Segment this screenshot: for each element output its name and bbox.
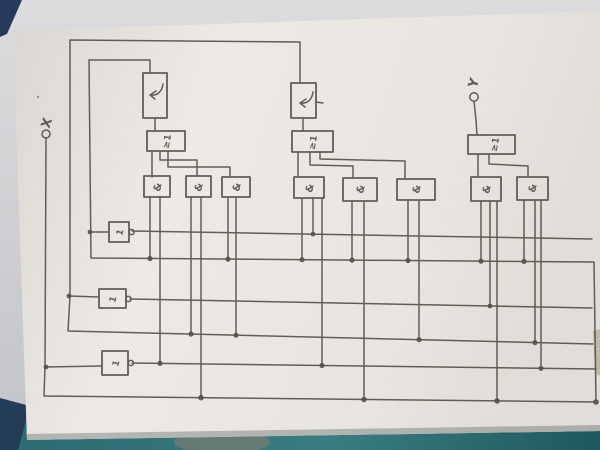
- and2a-label: &: [304, 183, 317, 194]
- junction-dot: [233, 332, 239, 338]
- not2-output-bus: [129, 298, 593, 309]
- and-gate-2b: [342, 177, 378, 401]
- feedback-line-inner: [88, 59, 597, 403]
- junction-dot: [532, 340, 538, 346]
- not-gate-1: [89, 221, 135, 243]
- junction-dot: [349, 257, 355, 263]
- junction-dot: [188, 331, 194, 337]
- and1b-label: &: [193, 181, 206, 193]
- input-x-label: X: [39, 116, 56, 130]
- junction-dot: [225, 256, 231, 262]
- junction-dot: [361, 396, 367, 403]
- junction-dot: [487, 303, 493, 309]
- and1c-label: &: [231, 182, 243, 192]
- or1-label: ≥1: [162, 133, 174, 149]
- dark-corner-bottom-left: [0, 398, 30, 450]
- navy-corner-top-left: [0, 0, 22, 37]
- feedback-line-outer: [67, 39, 594, 345]
- junction-dot: [66, 293, 72, 299]
- input-x-line: [43, 137, 597, 403]
- and3b-label: &: [527, 183, 539, 194]
- junction-dot: [198, 394, 204, 401]
- or-gate-1: [146, 130, 231, 178]
- junction-dot: [157, 360, 163, 366]
- and-gate-1a: [143, 175, 171, 365]
- junction-dot: [478, 258, 484, 264]
- input-terminal-x: [41, 129, 51, 139]
- t-flipflop-1: [142, 72, 168, 132]
- and-gate-1c: [221, 176, 251, 336]
- output-terminal-y: [469, 92, 479, 136]
- junction-dot: [147, 255, 153, 262]
- junction-dots: [36, 95, 599, 405]
- t-flipflop-2: [290, 82, 324, 132]
- junction-dot: [416, 337, 422, 343]
- and-gate-3a: [470, 176, 502, 402]
- junction-dot: [538, 365, 544, 371]
- and-gate-1b: [185, 175, 212, 399]
- t-input-arrow-icon: [149, 83, 164, 100]
- junction-dot: [43, 364, 49, 370]
- or2-label: ≥1: [308, 134, 320, 150]
- and-gate-3b: [516, 176, 549, 370]
- paper-shading: [13, 11, 600, 440]
- or3-label: ≥1: [490, 136, 502, 152]
- and-gate-2c: [396, 178, 436, 341]
- not2-label: 1: [108, 295, 119, 304]
- junction-dot: [319, 362, 325, 369]
- or-gate-2: [291, 130, 406, 180]
- or-gate-3: [467, 134, 529, 178]
- junction-dot: [310, 231, 316, 237]
- not-gate-2: [68, 288, 132, 309]
- stray-pencil-dot: [36, 95, 40, 99]
- not3-label: 1: [111, 359, 122, 368]
- junction-dot: [299, 257, 305, 263]
- t-input-arrow-icon: [299, 91, 324, 108]
- not-gate-3: [45, 350, 135, 376]
- junction-dot: [405, 257, 411, 264]
- junction-dot: [521, 258, 527, 264]
- paper-bottom-shadow: [27, 425, 600, 440]
- and2b-label: &: [355, 183, 368, 195]
- not1-output-bus: [131, 230, 593, 240]
- and2c-label: &: [411, 184, 423, 195]
- junction-dot: [593, 399, 599, 405]
- and-gate-2a: [293, 176, 325, 367]
- junction-dot: [87, 229, 93, 235]
- pencil-strokes: [41, 39, 597, 403]
- junction-dot: [494, 398, 500, 404]
- and1a-label: &: [152, 182, 164, 193]
- not1-label: 1: [115, 228, 126, 237]
- and3a-label: &: [481, 184, 494, 195]
